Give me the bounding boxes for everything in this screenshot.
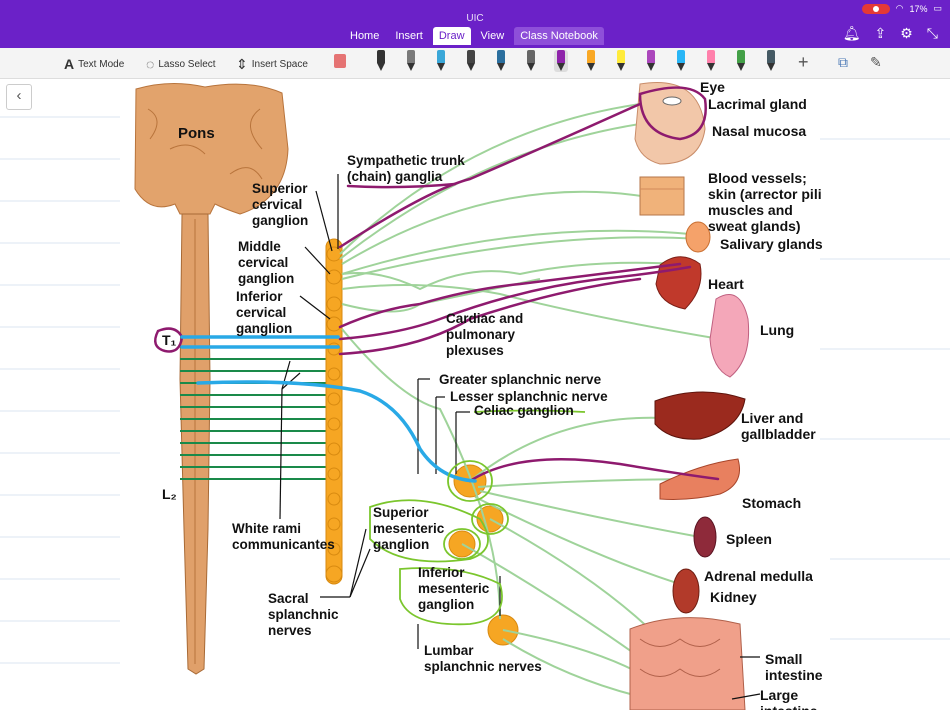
pen-tool[interactable] [374,50,388,72]
eraser-icon[interactable] [334,54,346,68]
label-middle-cervical: Middle cervical ganglion [238,239,295,286]
label-sympathetic-trunk: Sympathetic trunk (chain) ganglia [347,153,465,184]
label-greater-splanchnic: Greater splanchnic nerve [439,372,602,387]
label-spleen: Spleen [726,531,772,547]
label-t1: T₁ [162,332,177,348]
label-superior-mesenteric: Superior mesenteric ganglion [373,505,445,552]
tab-view[interactable]: View [480,30,505,42]
insert-space-label: Insert Space [251,59,308,70]
gear-icon[interactable]: ⚙ [900,25,913,41]
label-liver: Liver and gallbladder [741,410,816,442]
draw-ribbon: A Text Mode ◌ Lasso Select ⇕ Insert Spac… [0,48,950,79]
pen-tool[interactable] [614,50,628,72]
label-stomach: Stomach [742,495,802,511]
label-salivary: Salivary glands [720,236,823,252]
organ-illustrations [629,82,750,710]
ink-to-shape-icon[interactable]: ⧉ [838,54,848,70]
label-nasal: Nasal mucosa [712,123,807,139]
add-pen-icon[interactable]: + [798,52,809,72]
insert-space-button[interactable]: ⇕ Insert Space [236,56,308,73]
pen-tool[interactable] [434,50,448,72]
share-icon[interactable]: ⇪ [874,25,887,41]
label-small-intestine: Small intestine [765,651,823,683]
pen-tool[interactable] [554,50,568,72]
collapse-icon[interactable]: ⤡ [926,25,938,41]
lasso-icon: ◌ [146,56,155,72]
bell-icon[interactable]: 🔔︎ [842,25,861,41]
status-area: ◠ 17% ▭ [861,3,942,14]
pen-tool[interactable] [734,50,748,72]
label-pons: Pons [178,125,215,142]
record-icon[interactable] [861,3,890,14]
label-celiac-ganglion: Celiac ganglion [474,403,574,418]
tab-draw[interactable]: Draw [432,27,471,45]
label-adrenal: Adrenal medulla [704,568,813,584]
tab-insert[interactable]: Insert [395,30,423,42]
label-eye: Eye [700,79,725,95]
label-lesser-splanchnic: Lesser splanchnic nerve [450,389,608,404]
top-right-icons: 🔔︎ ⇪ ⚙ ⤡ [843,25,938,42]
tab-class-notebook[interactable]: Class Notebook [514,27,604,45]
text-mode-icon: A [64,56,75,72]
pen-tool[interactable] [704,50,718,72]
label-heart: Heart [708,276,744,292]
ribbon-tabs: Home Insert Draw View Class Notebook [344,27,604,45]
wifi-icon: ◠ [895,3,904,13]
label-lumbar-splanchnic: Lumbar splanchnic nerves [424,643,542,674]
pen-tool[interactable] [764,50,778,72]
label-inferior-cervical: Inferior cervical ganglion [236,289,293,336]
battery-icon: ▭ [933,3,942,13]
label-superior-cervical: Superior cervical ganglion [252,181,309,228]
ink-replay-icon[interactable]: ✎ [870,54,882,70]
tab-home[interactable]: Home [350,30,380,42]
label-cardiac-plexuses: Cardiac and pulmonary plexuses [446,311,524,358]
pen-tool[interactable] [674,50,688,72]
window-title: UIC [466,13,484,24]
label-white-rami: White rami communicantes [232,521,335,552]
pen-tool[interactable] [464,50,478,72]
pen-tool[interactable] [584,50,598,72]
lasso-select-button[interactable]: ◌ Lasso Select [146,56,216,72]
label-inferior-mesenteric: Inferior mesenteric ganglion [418,565,490,612]
pen-tool[interactable] [524,50,538,72]
text-mode-label: Text Mode [78,58,125,70]
title-bar: UIC ◠ 17% ▭ Home Insert Draw View Class … [0,0,950,48]
brainstem-illustration [134,82,289,675]
battery-level: 17% [909,3,928,14]
pen-tool[interactable] [494,50,508,72]
label-lacrimal: Lacrimal gland [708,96,807,112]
label-kidney: Kidney [710,589,757,605]
pen-tool[interactable] [644,50,658,72]
label-large-intestine: Large intestine [760,687,818,710]
label-lung: Lung [760,322,795,338]
sympathetic-diagram [0,82,950,710]
insert-space-icon: ⇕ [236,56,248,72]
label-sacral-splanchnic: Sacral splanchnic nerves [268,591,339,638]
notebook-page[interactable]: ‹ [0,79,950,710]
label-l2: L₂ [162,486,177,502]
back-button[interactable]: ‹ [6,84,32,110]
lasso-select-label: Lasso Select [158,58,216,70]
pen-tool[interactable] [404,50,418,72]
label-blood-vessels: Blood vessels; skin (arrector pili muscl… [708,170,822,234]
text-mode-button[interactable]: A Text Mode [64,56,124,72]
